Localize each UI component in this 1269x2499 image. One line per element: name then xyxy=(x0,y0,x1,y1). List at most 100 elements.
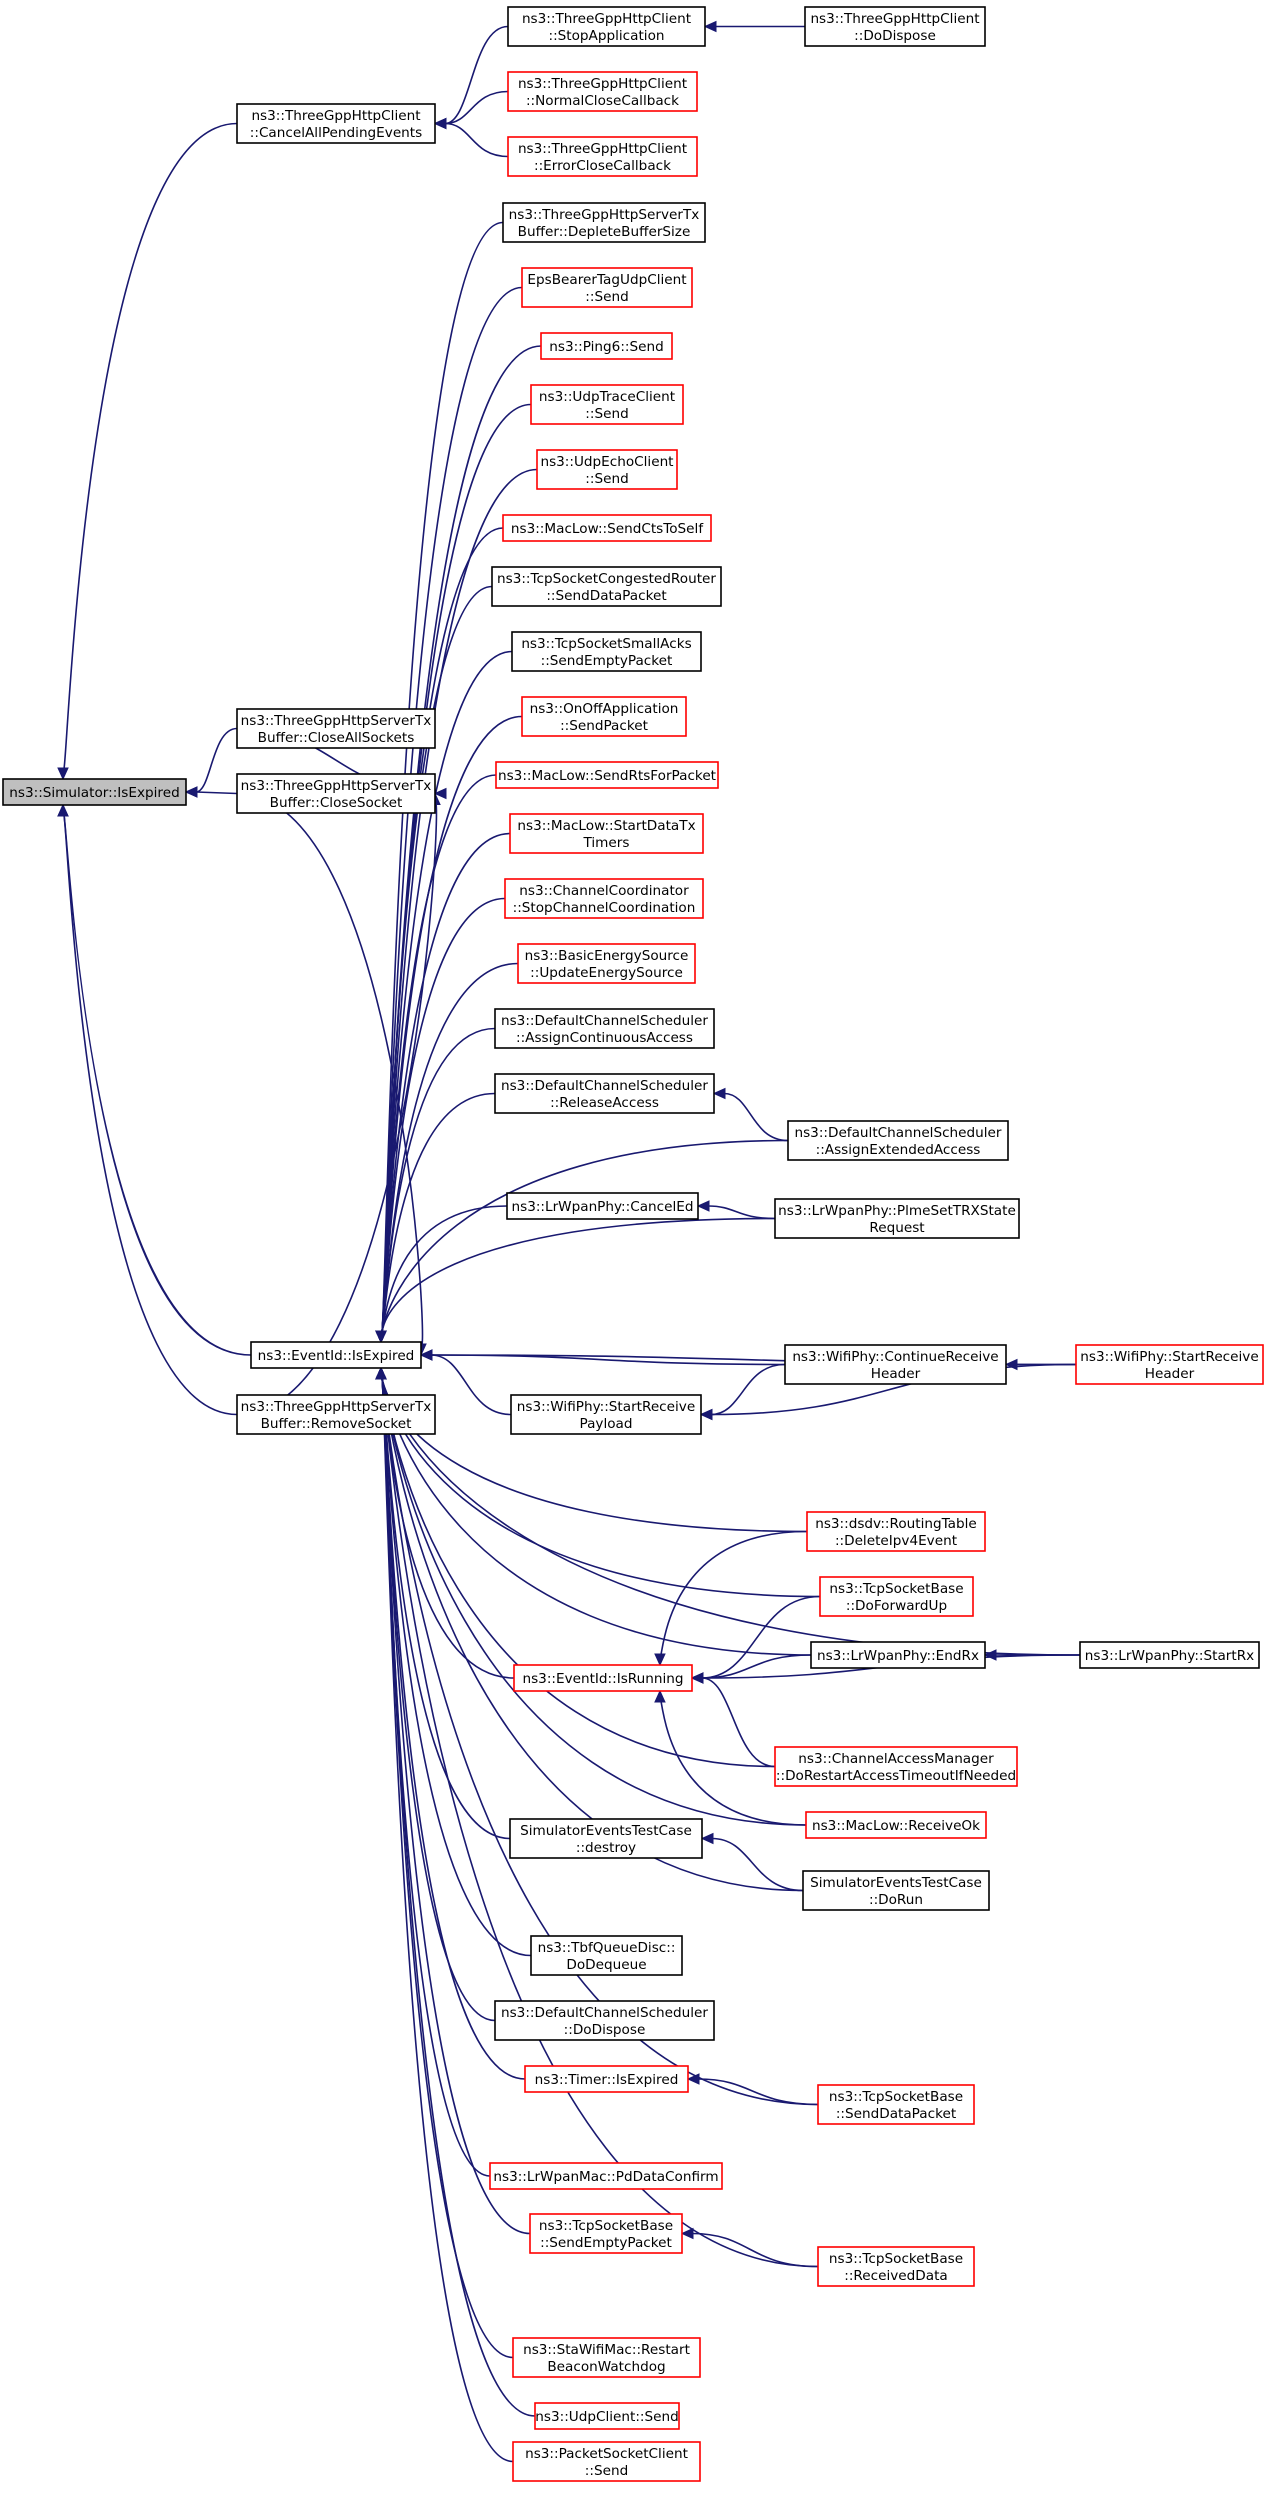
node-sendRts[interactable]: ns3::MacLow::SendRtsForPacket xyxy=(495,761,719,789)
node-channelCoord[interactable]: ns3::ChannelCoordinator::StopChannelCoor… xyxy=(504,878,704,919)
node-closeAll[interactable]: ns3::ThreeGppHttpServerTxBuffer::CloseAl… xyxy=(236,708,436,749)
node-simDestroy[interactable]: SimulatorEventsTestCase::destroy xyxy=(509,1818,703,1859)
node-label: ::Send xyxy=(585,2463,628,2479)
node-closeSocket[interactable]: ns3::ThreeGppHttpServerTxBuffer::CloseSo… xyxy=(236,773,436,814)
node-udpClient[interactable]: ns3::UdpClient::Send xyxy=(534,2402,680,2430)
node-label: ns3::UdpTraceClient xyxy=(539,389,675,405)
node-box xyxy=(521,696,687,737)
node-box xyxy=(510,1394,702,1435)
node-label: ::DoDispose xyxy=(564,2022,646,2038)
node-box xyxy=(774,1198,1020,1239)
node-normalClose[interactable]: ns3::ThreeGppHttpClient::NormalCloseCall… xyxy=(507,71,698,112)
node-tcpSendData[interactable]: ns3::TcpSocketBase::SendDataPacket xyxy=(817,2084,975,2125)
node-label: ns3::LrWpanMac::PdDataConfirm xyxy=(493,2169,718,2185)
node-receiveOk[interactable]: ns3::MacLow::ReceiveOk xyxy=(805,1811,987,1839)
node-label: ns3::DefaultChannelScheduler xyxy=(501,1078,708,1094)
node-pdData[interactable]: ns3::LrWpanMac::PdDataConfirm xyxy=(489,2162,723,2190)
node-box xyxy=(805,1811,987,1839)
node-box xyxy=(495,761,719,789)
edge-closeAll-to-root xyxy=(195,727,238,793)
node-label: ns3::WifiPhy::StartReceive xyxy=(1080,1349,1258,1365)
node-box xyxy=(494,1008,715,1049)
node-box xyxy=(494,1073,715,1114)
node-label: ns3::Ping6::Send xyxy=(549,339,663,355)
node-root[interactable]: ns3::Simulator::IsExpired xyxy=(2,778,187,806)
node-box xyxy=(2,778,187,806)
node-label: ns3::Timer::IsExpired xyxy=(535,2072,679,2088)
node-label: ns3::BasicEnergySource xyxy=(525,948,689,964)
node-box xyxy=(817,2084,975,2125)
node-onOff[interactable]: ns3::OnOffApplication::SendPacket xyxy=(521,696,687,737)
node-epsBearer[interactable]: EpsBearerTagUdpClient::Send xyxy=(521,267,693,308)
node-box xyxy=(810,1641,986,1669)
node-isRunning[interactable]: ns3::EventId::IsRunning xyxy=(513,1664,693,1692)
node-channelAccess[interactable]: ns3::ChannelAccessManager::DoRestartAcce… xyxy=(774,1746,1018,1787)
node-udpEcho[interactable]: ns3::UdpEchoClient::Send xyxy=(536,449,678,490)
node-box xyxy=(494,2000,715,2041)
node-label: ::SendDataPacket xyxy=(836,2106,956,2122)
node-label: ns3::ThreeGppHttpServerTx xyxy=(241,713,432,729)
node-box xyxy=(511,631,702,672)
node-eventId[interactable]: ns3::EventId::IsExpired xyxy=(250,1341,422,1369)
node-label: ::Send xyxy=(585,289,628,305)
node-cancelAll[interactable]: ns3::ThreeGppHttpClient::CancelAllPendin… xyxy=(236,103,436,144)
node-label: ns3::LrWpanPhy::EndRx xyxy=(817,1648,979,1664)
node-label: DoDequeue xyxy=(566,1957,646,1973)
node-stopApp[interactable]: ns3::ThreeGppHttpClient::StopApplication xyxy=(507,6,706,47)
edge-errorClose-to-cancelAll xyxy=(444,122,509,158)
node-timerExpired[interactable]: ns3::Timer::IsExpired xyxy=(524,2065,689,2093)
node-startRx[interactable]: ns3::LrWpanPhy::StartRx xyxy=(1079,1641,1260,1669)
node-tcpCongested[interactable]: ns3::TcpSocketCongestedRouter::SendDataP… xyxy=(491,566,722,607)
node-tbf[interactable]: ns3::TbfQueueDisc::DoDequeue xyxy=(530,1935,683,1976)
node-tcpSendEmpty[interactable]: ns3::TcpSocketBase::SendEmptyPacket xyxy=(529,2213,683,2254)
node-releaseAccess[interactable]: ns3::DefaultChannelScheduler::ReleaseAcc… xyxy=(494,1073,715,1114)
node-basicEnergy[interactable]: ns3::BasicEnergySource::UpdateEnergySour… xyxy=(517,943,696,984)
node-label: ns3::OnOffApplication xyxy=(530,701,679,717)
node-assignExt[interactable]: ns3::DefaultChannelScheduler::AssignExte… xyxy=(787,1120,1009,1161)
node-doDisposeHttp[interactable]: ns3::ThreeGppHttpClient::DoDispose xyxy=(804,6,986,47)
node-cancelEd[interactable]: ns3::LrWpanPhy::CancelEd xyxy=(506,1192,699,1220)
node-box xyxy=(784,1344,1007,1385)
node-label: ns3::TcpSocketBase xyxy=(829,2089,963,2105)
node-label: ::Send xyxy=(585,471,628,487)
node-tcpSmallAcks[interactable]: ns3::TcpSocketSmallAcks::SendEmptyPacket xyxy=(511,631,702,672)
edge-contRecv-to-startRecvPay xyxy=(710,1363,786,1416)
node-label: ns3::ChannelCoordinator xyxy=(519,883,689,899)
node-endRx[interactable]: ns3::LrWpanPhy::EndRx xyxy=(810,1641,986,1669)
node-tcpRecvData[interactable]: ns3::TcpSocketBase::ReceivedData xyxy=(817,2246,975,2287)
node-label: ns3::LrWpanPhy::CancelEd xyxy=(512,1199,694,1215)
node-label: ns3::ThreeGppHttpClient xyxy=(522,11,691,27)
node-dcsDispose[interactable]: ns3::DefaultChannelScheduler::DoDispose xyxy=(494,2000,715,2041)
node-errorClose[interactable]: ns3::ThreeGppHttpClient::ErrorCloseCallb… xyxy=(507,136,698,177)
node-box xyxy=(802,1870,990,1911)
node-udpTrace[interactable]: ns3::UdpTraceClient::Send xyxy=(530,384,684,425)
node-doForwardUp[interactable]: ns3::TcpSocketBase::DoForwardUp xyxy=(819,1576,974,1617)
node-box xyxy=(504,878,704,919)
node-deplete[interactable]: ns3::ThreeGppHttpServerTxBuffer::Deplete… xyxy=(502,202,706,243)
node-label: ns3::MacLow::StartDataTx xyxy=(517,818,695,834)
node-simDoRun[interactable]: SimulatorEventsTestCase::DoRun xyxy=(802,1870,990,1911)
node-packetSocket[interactable]: ns3::PacketSocketClient::Send xyxy=(512,2441,701,2482)
node-label: ::DoDispose xyxy=(854,28,936,44)
node-assignCont[interactable]: ns3::DefaultChannelScheduler::AssignCont… xyxy=(494,1008,715,1049)
edge-stopApp-to-cancelAll xyxy=(444,25,509,125)
node-ping6[interactable]: ns3::Ping6::Send xyxy=(540,332,673,360)
node-deleteIpv4[interactable]: ns3::dsdv::RoutingTable::DeleteIpv4Event xyxy=(806,1511,986,1552)
node-box xyxy=(774,1746,1018,1787)
arrowhead xyxy=(712,1087,726,1100)
node-removeSocket[interactable]: ns3::ThreeGppHttpServerTxBuffer::RemoveS… xyxy=(236,1394,436,1435)
node-box xyxy=(530,384,684,425)
node-label: ns3::LrWpanPhy::PlmeSetTRXState xyxy=(778,1203,1016,1219)
node-box xyxy=(521,267,693,308)
node-box xyxy=(819,1576,974,1617)
node-sendCts[interactable]: ns3::MacLow::SendCtsToSelf xyxy=(502,514,712,542)
node-box xyxy=(804,6,986,47)
edge-startRecvPay-to-eventId xyxy=(430,1354,512,1416)
